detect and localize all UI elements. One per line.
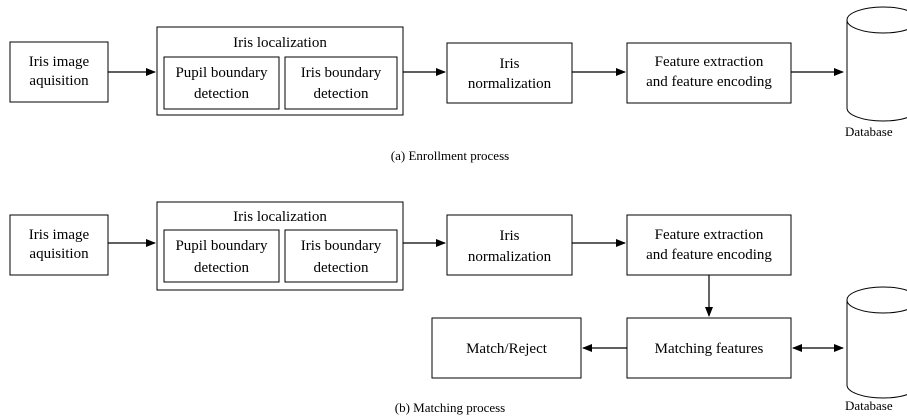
matching-database-icon	[846, 286, 907, 399]
matching-feature-line1: Feature extraction	[655, 227, 764, 243]
matching-features-box: Matching features	[626, 317, 792, 379]
matching-decision-box: Match/Reject	[431, 317, 582, 379]
enrollment-pupil-line1: Pupil boundary	[175, 65, 268, 81]
enrollment-iris-boundary-line1: Iris boundary	[301, 65, 382, 81]
enrollment-pupil-line2: detection	[194, 86, 249, 102]
enrollment-diagram: Iris image aquisition Iris localization …	[9, 6, 907, 163]
matching-pupil-box	[163, 229, 280, 283]
enrollment-acquisition-line1: Iris image	[29, 54, 90, 70]
matching-normalization-line1: Iris	[500, 228, 520, 244]
matching-localization-box: Iris localization Pupil boundary detecti…	[156, 201, 404, 291]
matching-acquisition-line1: Iris image	[29, 227, 90, 243]
enrollment-normalization-box: Iris normalization	[446, 42, 573, 104]
matching-localization-title: Iris localization	[233, 209, 327, 225]
matching-acquisition-line2: aquisition	[29, 246, 89, 262]
matching-features-label: Matching features	[655, 341, 764, 357]
matching-pupil-line2: detection	[194, 260, 249, 276]
enrollment-database-icon	[846, 6, 907, 122]
enrollment-pupil-box	[163, 56, 280, 110]
enrollment-localization-title: Iris localization	[233, 35, 327, 51]
matching-pupil-line1: Pupil boundary	[175, 238, 268, 254]
matching-iris-boundary-box	[284, 229, 398, 283]
matching-feature-line2: and feature encoding	[646, 247, 772, 263]
matching-normalization-line2: normalization	[468, 249, 552, 265]
enrollment-feature-box: Feature extraction and feature encoding	[626, 42, 792, 104]
matching-database-label: Database	[845, 398, 893, 413]
enrollment-localization-box: Iris localization Pupil boundary detecti…	[156, 26, 404, 116]
matching-normalization-box: Iris normalization	[446, 214, 573, 276]
enrollment-acquisition-box: Iris image aquisition	[9, 41, 109, 103]
matching-caption: (b) Matching process	[395, 400, 505, 415]
enrollment-caption: (a) Enrollment process	[391, 148, 509, 163]
enrollment-database-label: Database	[845, 124, 893, 139]
matching-iris-boundary-line1: Iris boundary	[301, 238, 382, 254]
matching-iris-boundary-line2: detection	[314, 260, 369, 276]
enrollment-normalization-line2: normalization	[468, 76, 552, 92]
enrollment-acquisition-line2: aquisition	[29, 73, 89, 89]
enrollment-iris-boundary-line2: detection	[314, 86, 369, 102]
matching-acquisition-box: Iris image aquisition	[9, 214, 109, 276]
matching-feature-box: Feature extraction and feature encoding	[626, 214, 792, 276]
enrollment-feature-line1: Feature extraction	[655, 54, 764, 70]
matching-diagram: Iris image aquisition Iris localization …	[9, 201, 907, 415]
enrollment-normalization-line1: Iris	[500, 56, 520, 72]
enrollment-feature-line2: and feature encoding	[646, 74, 772, 90]
enrollment-iris-boundary-box	[284, 56, 398, 110]
matching-decision-label: Match/Reject	[466, 341, 548, 357]
